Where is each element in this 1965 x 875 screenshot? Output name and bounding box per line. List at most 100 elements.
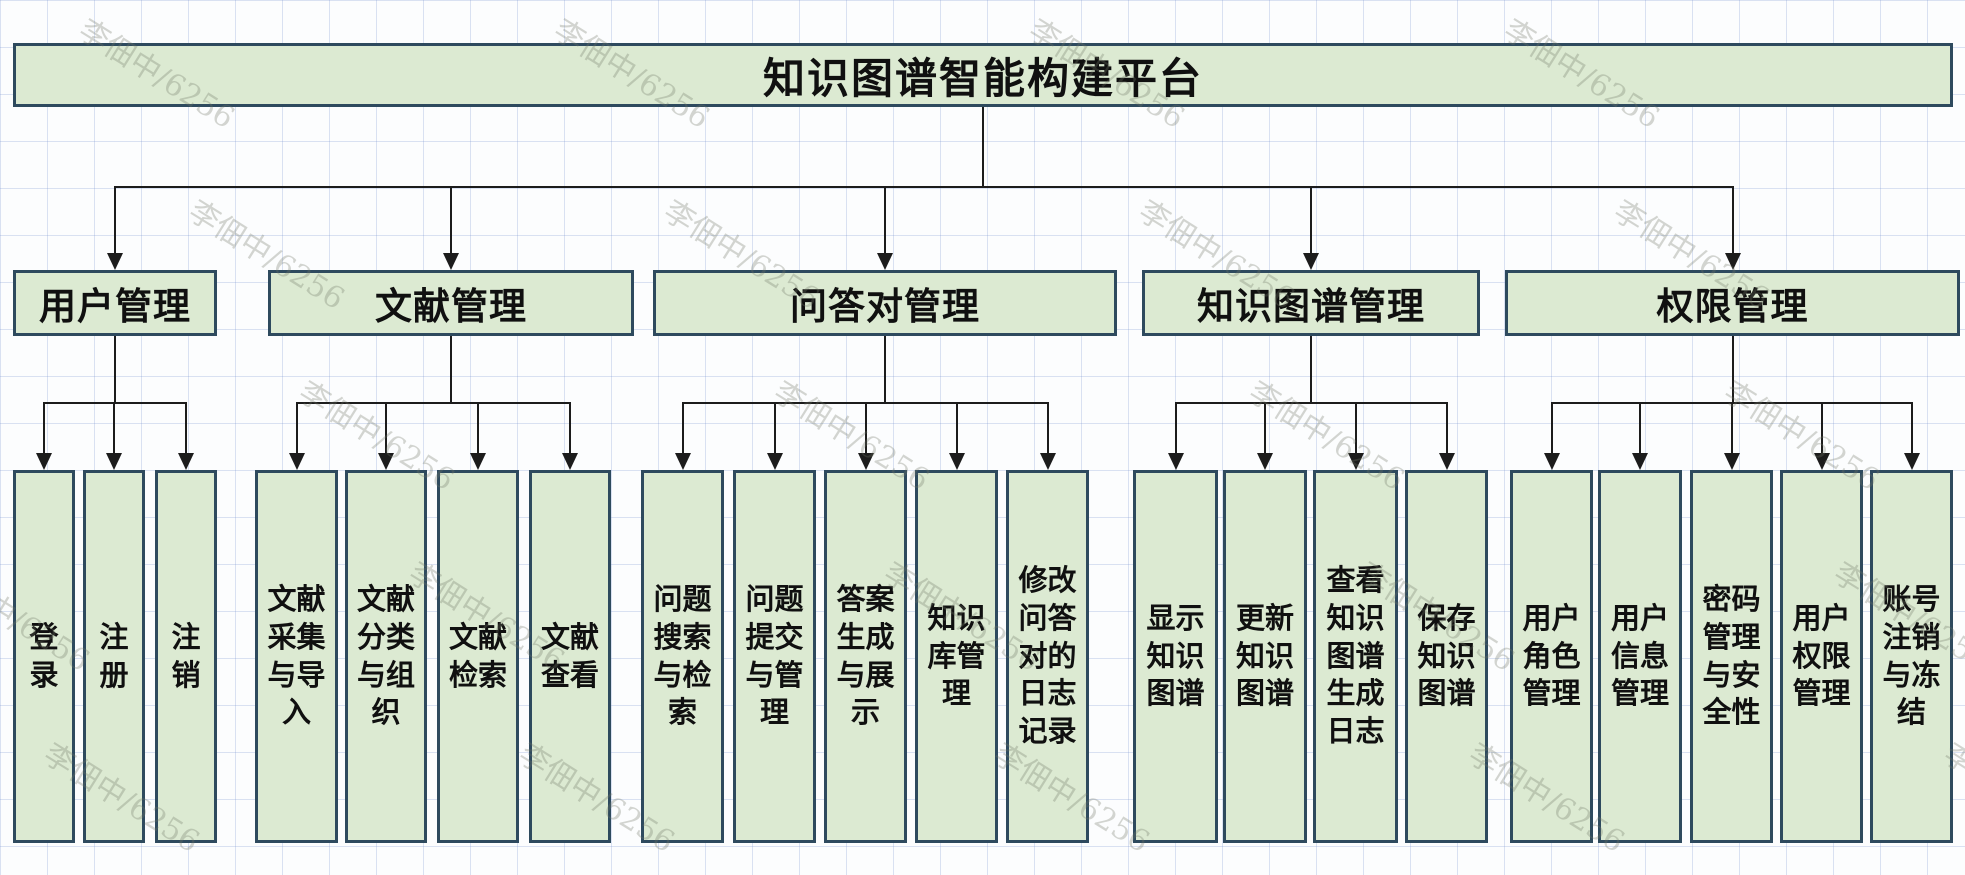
leaf-label: 显示知识图谱 (1146, 600, 1205, 711)
connector-line (1354, 403, 1357, 453)
group-node-permission-management: 权限管理 (1505, 270, 1960, 336)
leaf-label: 文献查看 (540, 619, 599, 692)
connector-line (43, 402, 187, 404)
connector-line (1046, 403, 1049, 453)
arrowhead-icon (288, 453, 305, 470)
leaf-label: 密码管理与安全性 (1702, 582, 1761, 730)
leaf-node: 问题提交与管理 (733, 470, 816, 843)
arrowhead-icon (178, 453, 194, 470)
leaf-node: 注册 (83, 470, 145, 843)
connector-line (681, 403, 684, 453)
arrowhead-icon (107, 253, 123, 270)
leaf-node: 保存知识图谱 (1405, 470, 1488, 843)
leaf-node: 答案生成与展示 (824, 470, 907, 843)
root-node: 知识图谱智能构建平台 (13, 43, 1953, 107)
arrowhead-icon (1543, 453, 1560, 470)
connector-line (450, 187, 452, 253)
arrowhead-icon (562, 453, 578, 470)
leaf-node: 密码管理与安全性 (1690, 470, 1773, 843)
arrowhead-icon (378, 453, 394, 470)
leaf-label: 知识库管理 (927, 600, 986, 711)
leaf-node: 修改问答对的日志记录 (1006, 470, 1089, 843)
arrowhead-icon (1723, 453, 1740, 470)
leaf-label: 账号注销与冻结 (1882, 582, 1941, 730)
leaf-label: 用户权限管理 (1792, 600, 1851, 711)
connector-line (185, 403, 187, 453)
arrowhead-icon (674, 453, 691, 470)
arrowhead-icon (1257, 453, 1273, 470)
connector-line (1264, 403, 1266, 453)
connector-line (982, 107, 984, 187)
arrowhead-icon (1813, 453, 1830, 470)
connector-line (569, 403, 571, 453)
group-node-literature-management: 文献管理 (268, 270, 634, 336)
leaf-node: 用户角色管理 (1510, 470, 1593, 843)
arrowhead-icon (1347, 453, 1364, 470)
arrowhead-icon (106, 453, 122, 470)
leaf-label: 更新知识图谱 (1235, 600, 1294, 711)
leaf-node: 文献采集与导入 (255, 470, 338, 843)
arrowhead-icon (36, 453, 52, 470)
arrowhead-icon (948, 453, 965, 470)
connector-line (1174, 403, 1177, 453)
leaf-label: 修改问答对的日志记录 (1018, 563, 1077, 749)
connector-line (773, 403, 776, 453)
leaf-label: 注册 (99, 619, 129, 692)
connector-line (1310, 336, 1312, 403)
leaf-node: 用户信息管理 (1598, 470, 1682, 843)
connector-line (1910, 403, 1913, 453)
leaf-node: 注销 (155, 470, 217, 843)
connector-line (1730, 403, 1733, 453)
arrowhead-icon (443, 253, 459, 270)
arrowhead-icon (766, 453, 783, 470)
leaf-node: 文献查看 (529, 470, 611, 843)
leaf-node: 更新知识图谱 (1223, 470, 1307, 843)
arrowhead-icon (857, 453, 874, 470)
leaf-label: 登录 (29, 619, 59, 692)
connector-line (884, 187, 886, 253)
connector-line (1445, 403, 1448, 453)
connector-line (43, 403, 45, 453)
arrowhead-icon (470, 453, 486, 470)
leaf-label: 保存知识图谱 (1417, 600, 1476, 711)
connector-line (864, 403, 867, 453)
group-node-user-management: 用户管理 (13, 270, 217, 336)
leaf-label: 文献检索 (448, 619, 507, 692)
leaf-label: 问题提交与管理 (745, 582, 804, 730)
leaf-label: 查看知识图谱生成日志 (1326, 563, 1385, 749)
connector-line (1550, 403, 1553, 453)
arrowhead-icon (1039, 453, 1056, 470)
leaf-node: 登录 (13, 470, 75, 843)
leaf-node: 文献检索 (437, 470, 519, 843)
group-node-knowledge-graph-management: 知识图谱管理 (1142, 270, 1480, 336)
arrowhead-icon (877, 253, 893, 270)
leaf-label: 注销 (171, 619, 201, 692)
arrowhead-icon (1167, 453, 1184, 470)
connector-line (295, 403, 298, 453)
connector-line (1731, 336, 1734, 403)
connector-line (385, 403, 387, 453)
connector-line (1731, 187, 1734, 253)
connector-line (1639, 403, 1641, 453)
leaf-node: 文献分类与组织 (345, 470, 427, 843)
leaf-label: 问题搜索与检索 (653, 582, 712, 730)
connector-line (295, 402, 571, 404)
connector-line (1310, 187, 1312, 253)
leaf-label: 用户角色管理 (1522, 600, 1581, 711)
arrowhead-icon (1303, 253, 1319, 270)
leaf-node: 用户权限管理 (1780, 470, 1863, 843)
leaf-node: 知识库管理 (915, 470, 998, 843)
arrowhead-icon (1724, 253, 1741, 270)
leaf-label: 文献分类与组织 (356, 582, 415, 730)
arrowhead-icon (1903, 453, 1920, 470)
connector-line (114, 187, 116, 253)
leaf-node: 账号注销与冻结 (1870, 470, 1953, 843)
connector-line (114, 336, 116, 403)
connector-line (884, 336, 886, 403)
leaf-node: 查看知识图谱生成日志 (1313, 470, 1398, 843)
leaf-node: 显示知识图谱 (1133, 470, 1218, 843)
arrowhead-icon (1438, 453, 1455, 470)
leaf-label: 答案生成与展示 (836, 582, 895, 730)
arrowhead-icon (1632, 453, 1648, 470)
